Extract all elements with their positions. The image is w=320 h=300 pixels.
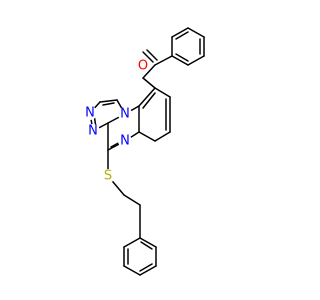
- molecule-structure: O N N N N S: [83, 27, 205, 276]
- atom-label-n-triazole-1: N: [83, 106, 97, 121]
- benzyl-phenyl-ring: [123, 204, 157, 276]
- atom-label-n-triazole-2: N: [86, 124, 100, 139]
- svg-text:N: N: [85, 106, 95, 121]
- benzo-ring: [138, 77, 171, 142]
- svg-text:N: N: [120, 107, 130, 122]
- carbonyl-group: [142, 49, 173, 79]
- atom-label-n-bridgehead: N: [118, 107, 132, 122]
- atom-label-n-pyrazine: N: [118, 134, 132, 149]
- svg-text:O: O: [138, 59, 148, 74]
- benzoyl-phenyl-ring: [171, 27, 205, 66]
- atom-label-o: O: [136, 59, 150, 74]
- atom-label-s: S: [101, 169, 115, 184]
- svg-text:S: S: [104, 169, 112, 184]
- svg-text:N: N: [88, 124, 98, 139]
- svg-text:N: N: [120, 134, 130, 149]
